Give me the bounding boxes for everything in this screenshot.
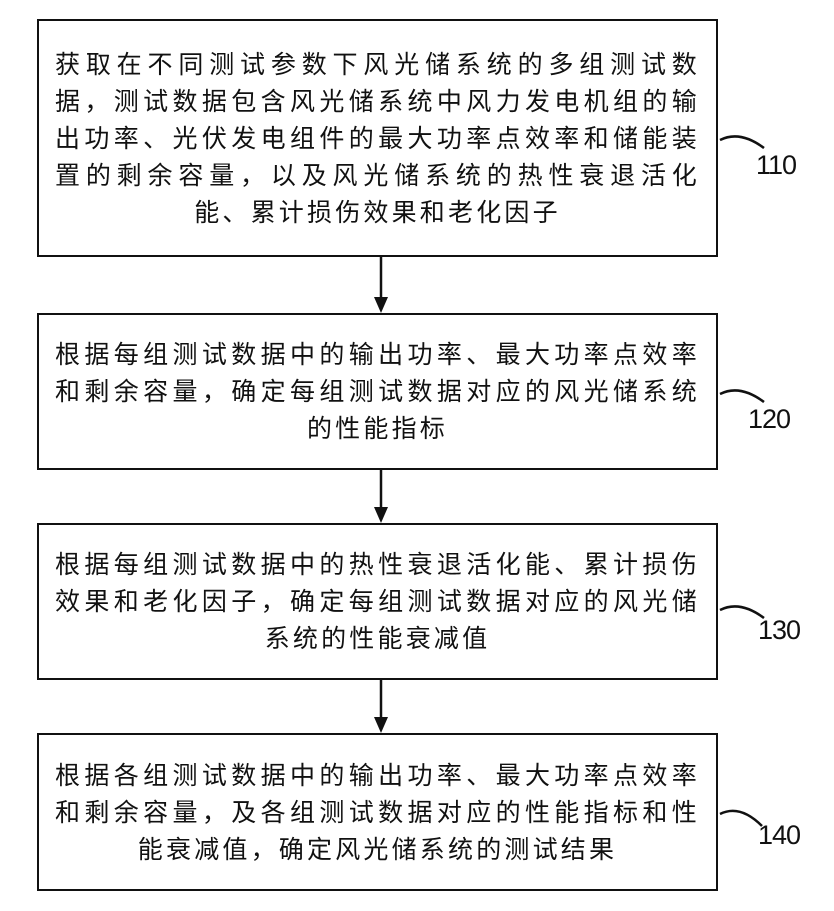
step-box-110: 获取在不同测试参数下风光储系统的多组测试数据，测试数据包含风光储系统中风力发电机… — [37, 19, 718, 257]
step-number-130: 130 — [758, 615, 800, 646]
arrow-130-to-140 — [371, 680, 391, 735]
arrow-120-to-130 — [371, 470, 391, 525]
step-text-120: 根据每组测试数据中的输出功率、最大功率点效率和剩余容量，确定每组测试数据对应的风… — [55, 336, 700, 447]
step-box-120: 根据每组测试数据中的输出功率、最大功率点效率和剩余容量，确定每组测试数据对应的风… — [37, 313, 718, 470]
step-box-140: 根据各组测试数据中的输出功率、最大功率点效率和剩余容量，及各组测试数据对应的性能… — [37, 733, 718, 891]
step-text-140: 根据各组测试数据中的输出功率、最大功率点效率和剩余容量，及各组测试数据对应的性能… — [55, 757, 700, 868]
step-box-130: 根据每组测试数据中的热性衰退活化能、累计损伤效果和老化因子，确定每组测试数据对应… — [37, 523, 718, 680]
step-number-120: 120 — [748, 404, 790, 435]
step-number-140: 140 — [758, 820, 800, 851]
step-number-110: 110 — [756, 150, 796, 181]
step-text-130: 根据每组测试数据中的热性衰退活化能、累计损伤效果和老化因子，确定每组测试数据对应… — [55, 546, 700, 657]
step-text-110: 获取在不同测试参数下风光储系统的多组测试数据，测试数据包含风光储系统中风力发电机… — [55, 46, 700, 231]
arrow-110-to-120 — [371, 257, 391, 315]
